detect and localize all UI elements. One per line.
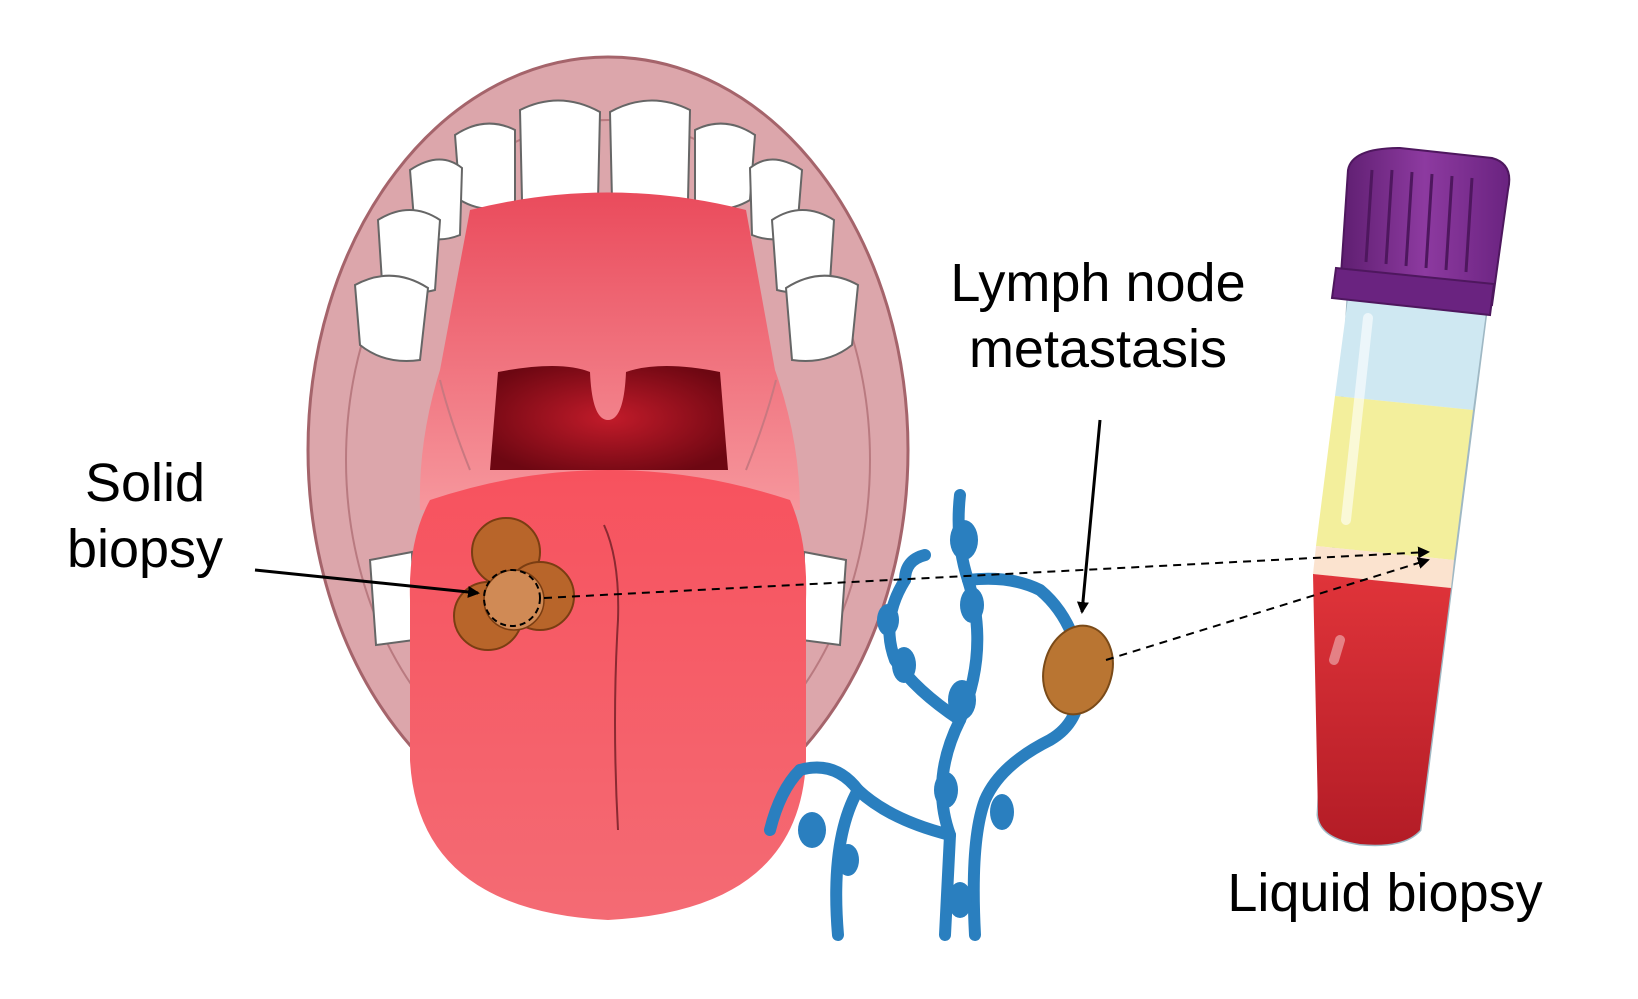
solid-biopsy-label-line2: biopsy	[66, 519, 224, 579]
solid-biopsy-arrow	[254, 568, 480, 598]
lymph-node-metastasis-label-line2: metastasis	[968, 319, 1228, 379]
blood-collection-tube	[1313, 146, 1511, 847]
tonsil-arch-right	[745, 379, 777, 471]
tube-cap-ridges	[1364, 169, 1474, 273]
upper-teeth	[353, 99, 860, 362]
tube-blood	[1313, 574, 1451, 845]
throat	[490, 366, 728, 470]
lymph-node-metastasis-label-line1: Lymph node	[950, 253, 1246, 313]
biopsy-sampling-circle	[483, 569, 541, 627]
tube-serum-top	[1335, 298, 1486, 410]
tube-plasma	[1316, 396, 1473, 560]
tube-cap-rim	[1330, 266, 1496, 317]
solid-biopsy-label: Solid biopsy	[40, 450, 250, 582]
lymph-node-metastasis-node	[1042, 624, 1114, 716]
mouth-illustration	[306, 55, 910, 920]
tube-highlight	[1341, 313, 1373, 525]
lymph-node-metastasis-label: Lymph node metastasis	[908, 250, 1288, 382]
tonsil-arch-left	[439, 379, 471, 471]
lower-teeth	[368, 550, 848, 647]
liquid-biopsy-label: Liquid biopsy	[1227, 863, 1543, 923]
solid-biopsy-label-line1: Solid	[84, 453, 206, 513]
tube-highlight-blood	[1329, 635, 1345, 665]
arrows	[254, 419, 1430, 661]
lymph-node-arrow	[1076, 419, 1102, 614]
node-to-tube-dashed-arrow	[1105, 557, 1430, 661]
tongue-midline	[603, 524, 620, 831]
tumor-to-tube-dashed-arrow	[543, 546, 1430, 599]
lymph-valves	[798, 520, 1014, 918]
tumor	[453, 517, 575, 651]
